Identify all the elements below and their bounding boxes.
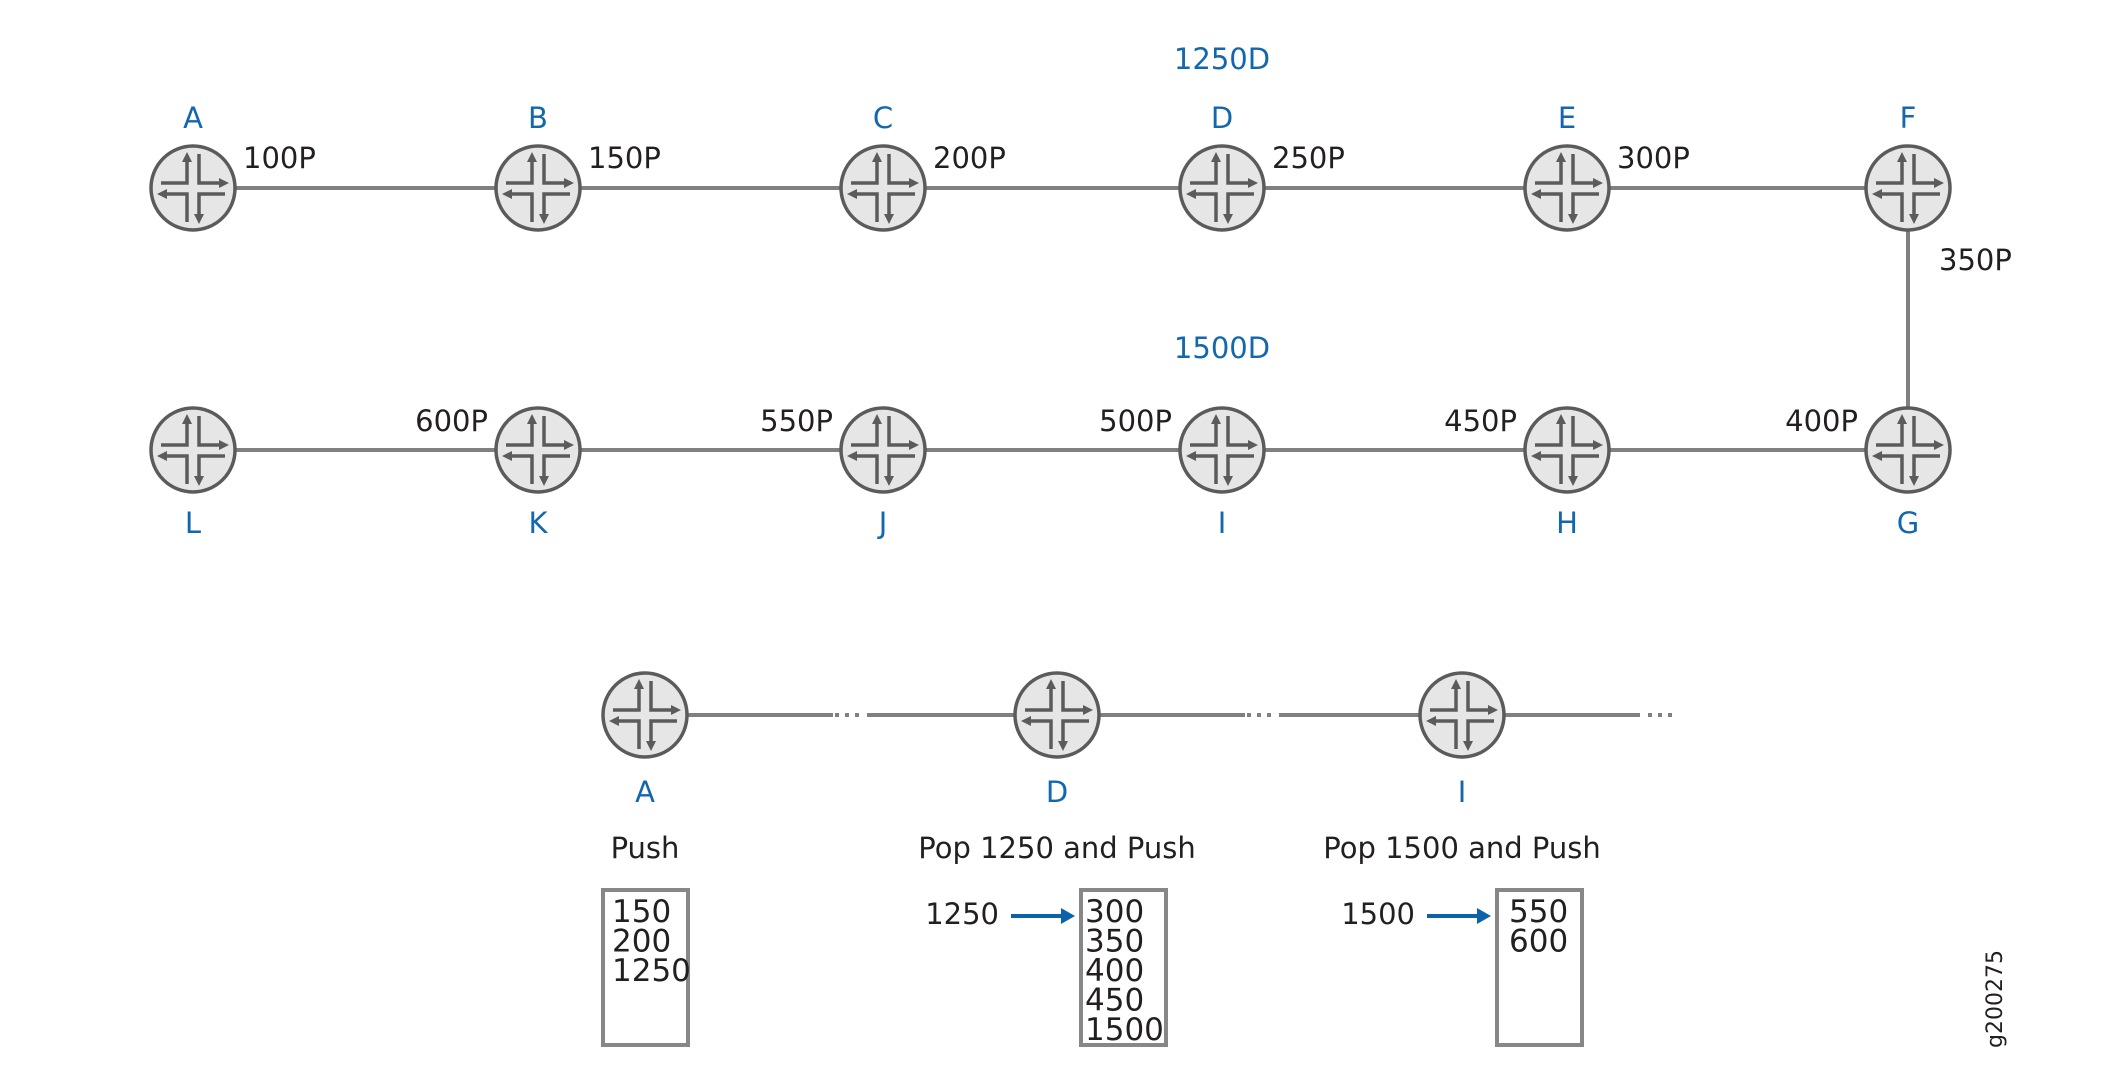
link-label-f-g: 350P (1939, 243, 2012, 277)
link-label-300p: 300P (1617, 141, 1690, 175)
stack-label: 150 (612, 894, 671, 930)
link-label-500p: 500P (1099, 404, 1172, 438)
router-label-l: L (185, 506, 201, 540)
incoming-label: 1500 (1341, 897, 1415, 931)
op-router-label: D (1046, 775, 1068, 809)
stack-label: 450 (1085, 983, 1144, 1019)
ellipsis-dot (1257, 713, 1261, 717)
router-icon-k (494, 406, 582, 494)
router-icon-a (149, 144, 237, 232)
domain-label-1250d: 1250D (1174, 42, 1270, 76)
router-label-h: H (1556, 506, 1578, 540)
incoming-label: 1250 (925, 897, 999, 931)
link-label-550p: 550P (760, 404, 833, 438)
label-stack-box (1079, 888, 1168, 1047)
link-label-400p: 400P (1785, 404, 1858, 438)
link-label-250p: 250P (1272, 141, 1345, 175)
link-label-150p: 150P (588, 141, 661, 175)
ellipsis-dot (1648, 713, 1652, 717)
routers (149, 144, 1952, 494)
router-label-f: F (1900, 101, 1917, 135)
op-action-label: Pop 1250 and Push (918, 831, 1195, 865)
ellipsis-dot (1247, 713, 1251, 717)
ellipsis-dot (1658, 713, 1662, 717)
router-icon-j (839, 406, 927, 494)
router-label-j: J (877, 506, 888, 540)
op-router-label: I (1458, 775, 1467, 809)
stack-label: 300 (1085, 894, 1144, 930)
ellipsis-dot (845, 713, 849, 717)
ellipsis-dot (1668, 713, 1672, 717)
link-label-200p: 200P (933, 141, 1006, 175)
stack-label: 1500 (1085, 1012, 1164, 1048)
router-icon-h (1523, 406, 1611, 494)
router-label-i: I (1218, 506, 1227, 540)
ellipsis-dot (1267, 713, 1271, 717)
stack-label: 550 (1509, 894, 1568, 930)
router-label-d: D (1211, 101, 1233, 135)
stack-label: 1250 (612, 953, 691, 989)
swap-arrow-icon (1061, 908, 1075, 924)
router-label-e: E (1558, 101, 1576, 135)
stack-label: 200 (612, 924, 671, 960)
ellipsis-dot (835, 713, 839, 717)
stack-label: 600 (1509, 924, 1568, 960)
router-icon-g (1864, 406, 1952, 494)
op-router-label: A (635, 775, 655, 809)
domain-label-1500d: 1500D (1174, 331, 1270, 365)
router-icon-i (1178, 406, 1266, 494)
link-label-100p: 100P (243, 141, 316, 175)
ellipsis-dot (855, 713, 859, 717)
op-action-label: Push (611, 831, 680, 865)
router-icon-c (839, 144, 927, 232)
router-icon-op-i (1418, 671, 1506, 759)
router-icon-e (1523, 144, 1611, 232)
router-icon-op-a (601, 671, 689, 759)
op-action-label: Pop 1500 and Push (1323, 831, 1600, 865)
swap-arrow-icon (1477, 908, 1491, 924)
link-label-450p: 450P (1444, 404, 1517, 438)
link-label-600p: 600P (415, 404, 488, 438)
router-icon-b (494, 144, 582, 232)
router-label-k: K (528, 506, 548, 540)
stack-label: 350 (1085, 924, 1144, 960)
router-label-a: A (183, 101, 203, 135)
router-label-g: G (1897, 506, 1919, 540)
label-stack-box (601, 888, 690, 1047)
router-label-c: C (873, 101, 893, 135)
router-label-b: B (528, 101, 548, 135)
router-icon-d (1178, 144, 1266, 232)
figure-id: g200275 (1983, 950, 2008, 1048)
label-stack-box (1495, 888, 1584, 1047)
labels: 1250D 1500D 350P A B C D E F 100P 150P 200P 250P 3… (183, 42, 2012, 540)
stack-label: 400 (1085, 953, 1144, 989)
router-icon-op-d (1013, 671, 1101, 759)
router-icon-f (1864, 144, 1952, 232)
router-icon-l (149, 406, 237, 494)
